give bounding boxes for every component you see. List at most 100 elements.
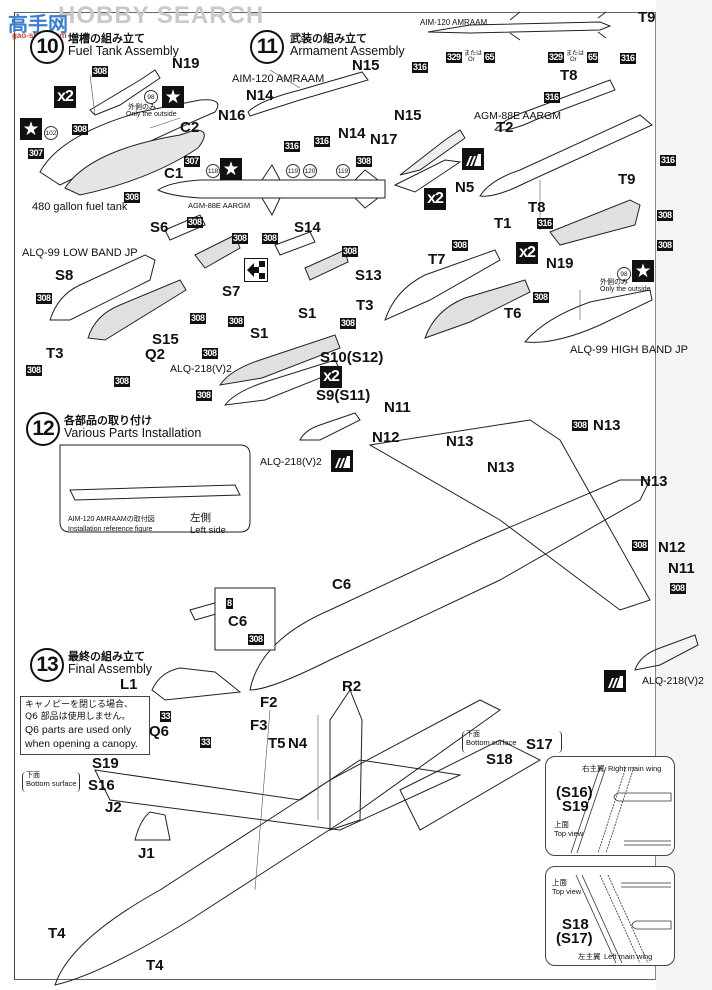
part-label-n12: N12 — [658, 539, 686, 556]
part-label-f3: F3 — [250, 717, 268, 734]
pod-label-alq218-left: ALQ-218(V)2 — [260, 456, 322, 468]
part-label-n19: N19 — [172, 55, 200, 72]
paint-code-308: 308 — [114, 376, 130, 387]
alq218-right — [634, 634, 699, 671]
part-label-n11: N11 — [668, 560, 695, 577]
alq218-left — [299, 412, 361, 441]
inset-title-jp: 左主翼 — [578, 952, 601, 961]
bottom-surface-en: Bottom surface — [26, 778, 77, 788]
paint-code-316: 316 — [284, 141, 300, 152]
launcher-rail — [549, 199, 641, 246]
part-label-t6: T6 — [504, 305, 522, 322]
paint-code-308: 308 — [228, 316, 244, 327]
step-title-en-10: Fuel Tank Assembly — [68, 44, 179, 58]
missile-label-agm88e: AGM-88E AARGM — [474, 110, 561, 122]
bottom-surface-jp: 下面 — [26, 772, 40, 779]
agm88e-horizontal — [157, 179, 386, 199]
bottom-surface-jp: 下面 — [466, 731, 480, 738]
paint-code-307: 307 — [28, 148, 44, 159]
watermark-site: HOBBY SEARCH — [58, 2, 265, 29]
paint-code-308: 308 — [248, 634, 264, 645]
step-title-jp-12: 各部品の取り付け — [64, 414, 152, 427]
step-number-10: 10 — [30, 30, 64, 64]
part-label-n16: N16 — [218, 107, 246, 124]
aircraft-step12-fuselage — [249, 479, 651, 691]
paint-code-308: 308 — [36, 293, 52, 304]
paint-code-308: 308 — [452, 240, 468, 251]
paint-code-308: 308 — [572, 420, 588, 431]
missile-label-aim120-top: AIM-120 AMRAAM — [420, 18, 488, 27]
part-label-s19: S19 — [562, 798, 589, 815]
stripe-decal-icon — [331, 450, 353, 472]
or-note: または — [566, 51, 585, 57]
part-label-s17-paren: (S17) — [556, 930, 593, 947]
top-view-en: Top view — [552, 887, 582, 896]
part-label-n13: N13 — [593, 417, 621, 434]
part-label-s10-s12: S10(S12) — [320, 349, 384, 366]
paint-code-307: 307 — [184, 156, 200, 167]
decal-number-118: 118 — [206, 164, 220, 178]
part-label-t9: T9 — [618, 171, 636, 188]
paint-code-308: 308 — [26, 365, 42, 376]
paint-code-308: 308 — [632, 540, 648, 551]
part-label-n13: N13 — [640, 473, 668, 490]
part-label-n13: N13 — [446, 433, 474, 450]
quantity-x2: x2 — [54, 86, 76, 108]
part-label-s16: S16 — [88, 777, 115, 794]
part-label-q6: Q6 — [149, 723, 170, 740]
part-label-n14: N14 — [246, 87, 274, 104]
step-number-12: 12 — [26, 412, 60, 446]
agm88e-diagonal — [479, 114, 653, 197]
paint-code-308: 308 — [187, 217, 203, 228]
bottom-surface-note-left: 下面 Bottom surface — [22, 772, 81, 792]
paint-code-308: 308 — [202, 348, 218, 359]
decal-number-98: 98 — [144, 90, 158, 104]
part-label-n15: N15 — [394, 107, 422, 124]
pod-label-alq218: ALQ-218(V)2 — [170, 363, 232, 375]
step-number-13: 13 — [30, 648, 64, 682]
part-label-n4: N4 — [288, 735, 308, 752]
inset-title-jp: 右主翼 — [582, 764, 605, 773]
part-label-s8: S8 — [55, 267, 74, 284]
step-title-en-12: Various Parts Installation — [64, 426, 202, 440]
missile-label-agm88e-horizontal: AGM-88E AARGM — [188, 201, 251, 210]
paint-code-308: 308 — [196, 390, 212, 401]
part-label-t8: T8 — [528, 199, 546, 216]
paint-code-308: 308 — [342, 246, 358, 257]
paint-code-8: 8 — [226, 598, 233, 609]
alq218-pod — [218, 334, 341, 386]
top-view-jp: 上面 — [552, 878, 567, 887]
canopy-note-jp-1: キャノピーを閉じる場合、 — [25, 700, 134, 710]
canopy-note-jp-2: Q6 部品は使用しません。 — [25, 712, 131, 723]
quantity-x2: x2 — [320, 366, 342, 388]
aircraft-step13-fuselage — [54, 699, 501, 986]
paint-code-308: 308 — [190, 313, 206, 324]
alq99-mid-s14 — [274, 231, 316, 256]
missile-label-aim120: AIM-120 AMRAAM — [232, 73, 325, 85]
canopy-j2 — [134, 811, 171, 841]
decal-number-98: 98 — [617, 267, 631, 281]
caption-480-gallon-tank: 480 gallon fuel tank — [32, 201, 128, 213]
inset-title-en: Right main wing — [608, 764, 662, 773]
step-title-jp-10: 増槽の組み立て — [68, 32, 145, 45]
paint-code-308: 308 — [262, 233, 278, 244]
wing-diagram-right — [570, 766, 672, 854]
paint-code-308: 308 — [533, 292, 549, 303]
alq99-high-pod — [524, 289, 653, 343]
quantity-x2: x2 — [424, 188, 446, 210]
inset-caption-en: Installation reference figure — [68, 526, 153, 533]
note-jp-outside: 外側のみ — [600, 279, 628, 286]
pod-label-alq218-right: ALQ-218(V)2 — [642, 675, 704, 687]
part-label-t2: T2 — [496, 119, 514, 136]
decal-number-119: 119 — [336, 164, 350, 178]
inset-right-main-wing: 右主翼 Right main wing (S16) S19 上面 Top vie… — [545, 756, 675, 856]
step-title-jp-11: 武装の組み立て — [290, 32, 367, 45]
part-label-t7: T7 — [428, 251, 446, 268]
canopy-note: キャノピーを閉じる場合、 Q6 部品は使用しません。 Q6 parts are … — [20, 696, 150, 755]
star-decal-icon: ★ — [162, 86, 184, 108]
part-label-n12: N12 — [372, 429, 400, 446]
part-label-n5: N5 — [455, 179, 475, 196]
paint-code-316: 316 — [544, 92, 560, 103]
step-title-en-11: Armament Assembly — [290, 44, 405, 58]
